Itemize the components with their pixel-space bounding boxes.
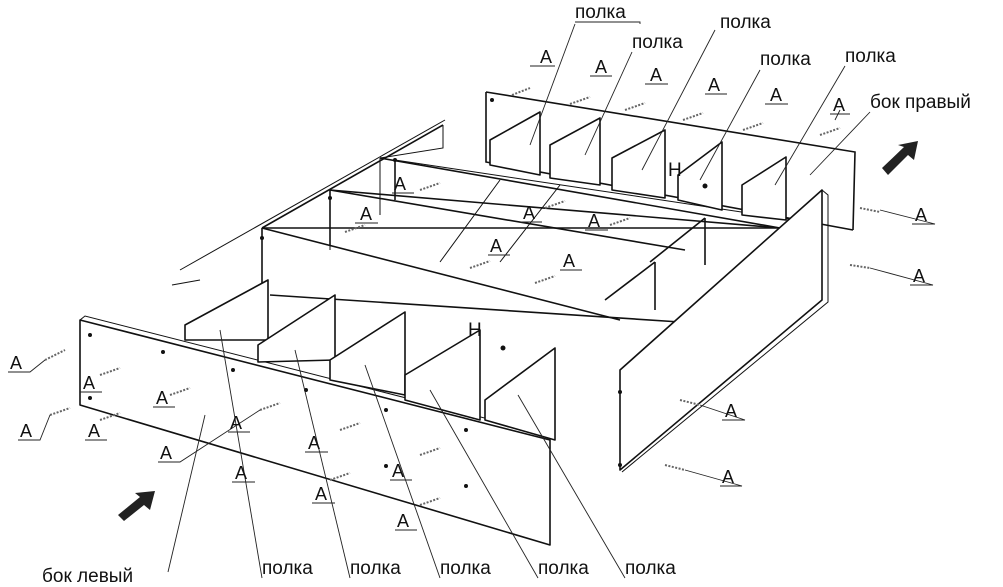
fastener-a-label: A (833, 95, 845, 115)
fastener-screws (44, 87, 881, 506)
fastener-a-label: A (523, 203, 535, 223)
shelf-label: полка (538, 558, 589, 579)
shelf-panel (549, 117, 601, 186)
shelf-panel (184, 279, 269, 341)
fastener-a-label: A (913, 266, 925, 286)
fastener-a-label: A (394, 174, 406, 194)
fastener-a-label: A (156, 388, 168, 408)
fastener-a-label: A (88, 421, 100, 441)
assembly-arrow-icon (118, 491, 155, 521)
fastener-a-label: A (315, 484, 327, 504)
fastener-a-label: A (770, 85, 782, 105)
fastener-a-labels: A A A A A A A A A A A A A A A A A A A A … (10, 47, 927, 531)
hole-dots (88, 98, 708, 488)
fastener-a-label: A (392, 461, 404, 481)
fastener-a-label: A (588, 211, 600, 231)
shelf-panel (329, 311, 406, 396)
side-right-panel (619, 189, 823, 471)
fastener-a-label: A (490, 236, 502, 256)
fastener-a-label: A (308, 433, 320, 453)
fastener-a-label: A (360, 204, 372, 224)
shelf-panel (404, 329, 481, 421)
fastener-a-label: A (650, 65, 662, 85)
a-underlines (8, 65, 936, 531)
fastener-a-label: A (83, 373, 95, 393)
shelf-label: полка (760, 49, 811, 70)
assembly-arrow-icon (882, 141, 918, 175)
fastener-a-label: A (595, 57, 607, 77)
shelf-panel (484, 347, 556, 441)
fastener-a-label: A (563, 251, 575, 271)
fastener-a-label: A (230, 413, 242, 433)
lower-shelves (184, 279, 556, 441)
shelf-label: полка (350, 558, 401, 579)
leader-lines (167, 21, 871, 579)
shelf-labels: полка полка полка полка полка полка полк… (262, 2, 896, 579)
shelf-label: полка (575, 2, 626, 23)
fastener-a-label: A (540, 47, 552, 67)
fastener-a-label: A (397, 511, 409, 531)
shelf-label: полка (625, 558, 676, 579)
shelf-label: полка (440, 558, 491, 579)
shelf-panel (257, 294, 336, 363)
fastener-a-label: A (722, 467, 734, 487)
fastener-a-label: A (725, 401, 737, 421)
fastener-a-label: A (708, 75, 720, 95)
side-right-label: бок правый (870, 92, 971, 113)
shelf-label: полка (262, 558, 313, 579)
shelf-panel (489, 111, 541, 176)
fastener-a-label: A (20, 421, 32, 441)
fastener-a-label: A (235, 463, 247, 483)
interior-grid (261, 160, 780, 323)
shelf-label: полка (845, 46, 896, 67)
shelf-panel (741, 156, 787, 221)
fastener-a-label: A (160, 443, 172, 463)
fastener-h-label: H (668, 160, 682, 181)
shelf-panel (611, 129, 666, 199)
fastener-a-label: A (10, 353, 22, 373)
fastener-h-label: H (468, 320, 482, 341)
side-left-label: бок левый (42, 566, 133, 587)
shelf-label: полка (632, 32, 683, 53)
shelf-label: полка (720, 12, 771, 33)
fastener-a-label: A (915, 205, 927, 225)
